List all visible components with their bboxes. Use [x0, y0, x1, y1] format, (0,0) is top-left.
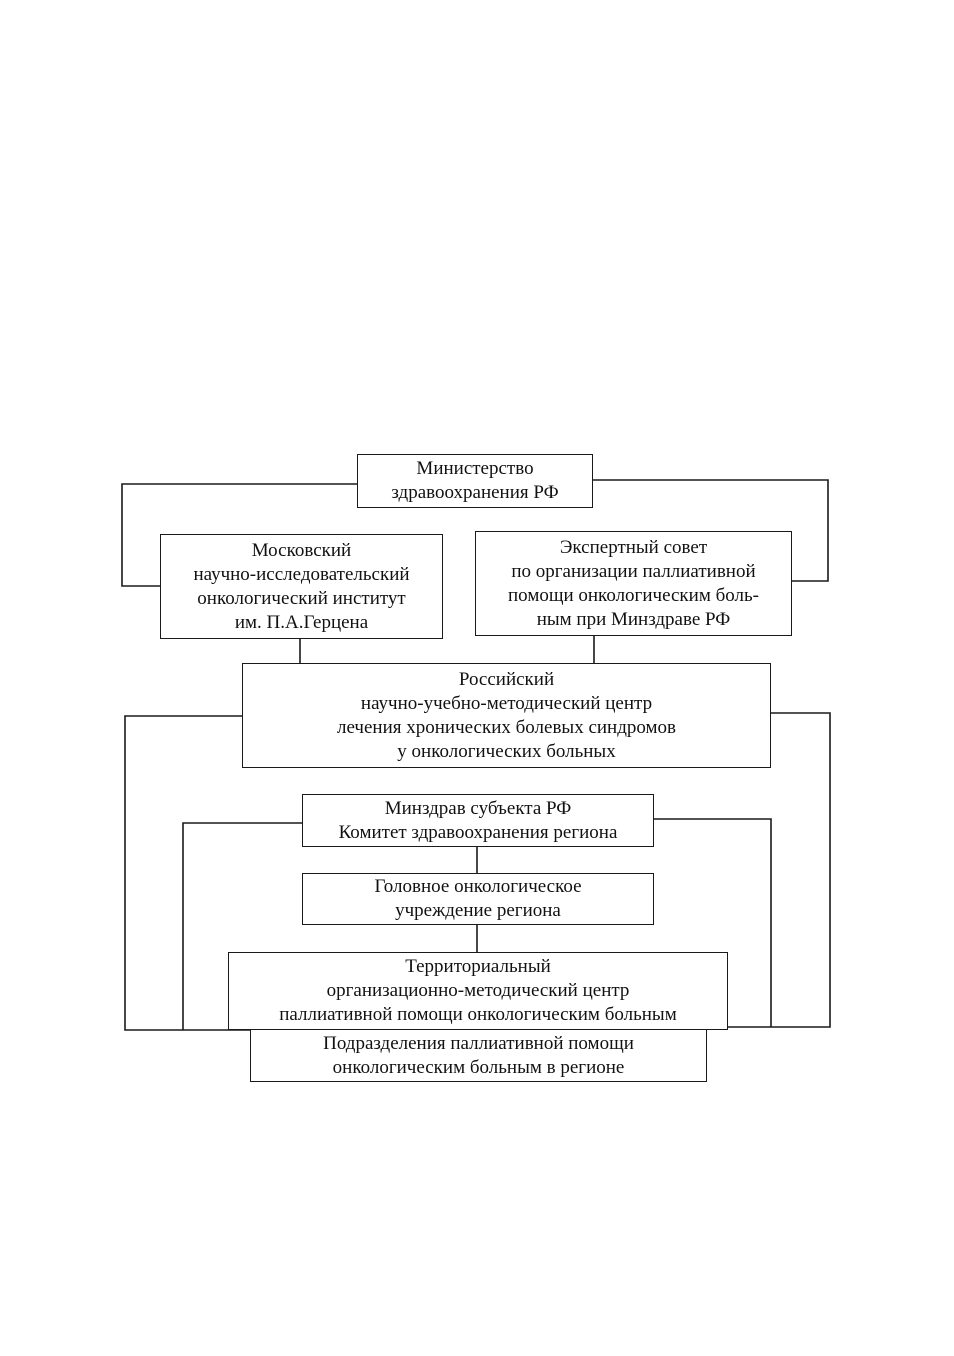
- box-territorial-line: паллиативной помощи онкологическим больн…: [279, 1004, 677, 1025]
- box-ministry-line: здравоохранения РФ: [391, 482, 559, 503]
- box-center-line: научно-учебно-методический центр: [360, 692, 653, 714]
- box-palliative-units: Подразделения паллиативной помощи онколо…: [250, 1029, 707, 1082]
- box-institute-line: онкологический институт: [197, 587, 406, 609]
- connector-ministry-council: [592, 479, 829, 582]
- connector-regional-left-inner: [182, 822, 302, 1030]
- box-council-line: по организации паллиативной: [511, 560, 756, 582]
- box-institute-line: Московский: [251, 539, 352, 561]
- connector-center-right-outer: [727, 712, 831, 1028]
- box-regional-line: Комитет здравоохранения региона: [338, 821, 618, 843]
- box-regional-ministry: Минздрав субъекта РФ Комитет здравоохран…: [302, 794, 654, 847]
- box-council-line: Экспертный совет: [559, 536, 708, 558]
- box-council-line: помощи онкологическим боль-: [508, 584, 759, 606]
- box-russian-center: Российский научно-учебно-методический це…: [242, 663, 771, 768]
- connector-regional-right-inner: [653, 818, 772, 1027]
- box-center-line: лечения хронических болевых синдромов: [336, 716, 677, 738]
- connector-center-left-outer: [124, 715, 250, 1031]
- box-head-line: учреждение региона: [395, 900, 561, 921]
- box-council-line: ным при Минздраве РФ: [536, 608, 731, 630]
- box-moscow-institute: Московский научно-исследовательский онко…: [160, 534, 443, 639]
- box-institute-line: научно-исследовательский: [193, 563, 410, 585]
- box-units-line: онкологическим больным в регионе: [332, 1056, 625, 1078]
- box-head-oncology: Головное онкологическое учреждение регио…: [302, 873, 654, 925]
- box-ministry-line: Министерство: [416, 458, 534, 479]
- box-center-line: Российский: [458, 668, 555, 690]
- box-units-line: Подразделения паллиативной помощи: [323, 1032, 634, 1054]
- box-territorial-line: Территориальный: [405, 956, 551, 977]
- box-head-line: Головное онкологическое: [374, 876, 582, 897]
- box-regional-line: Минздрав субъекта РФ: [384, 797, 572, 819]
- box-territorial-center: Территориальный организационно-методичес…: [228, 952, 728, 1030]
- box-center-line: у онкологических больных: [397, 740, 616, 762]
- box-ministry: Министерство здравоохранения РФ: [357, 454, 593, 508]
- box-territorial-line: организационно-методический центр: [326, 980, 630, 1001]
- box-expert-council: Экспертный совет по организации паллиати…: [475, 531, 792, 636]
- box-institute-line: им. П.А.Герцена: [234, 611, 369, 633]
- connector-ministry-institute: [121, 483, 357, 587]
